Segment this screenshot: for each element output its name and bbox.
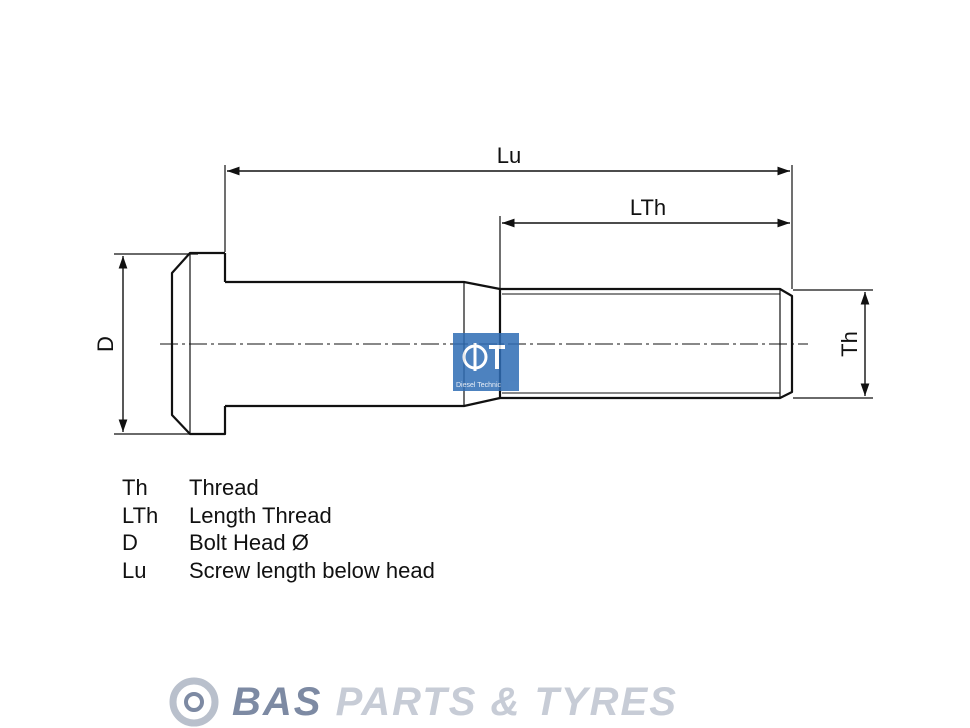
legend-meaning: Screw length below head [189,557,435,583]
watermark: BAS PARTS & TYRES [168,676,828,728]
extension-lines [114,165,873,435]
legend-meaning: Bolt Head Ø [189,530,309,555]
legend-meaning: Length Thread [189,502,332,528]
legend-row-lth: LTh Length Thread [122,502,435,530]
legend-symbol: Lu [122,557,147,583]
watermark-text: BAS PARTS & TYRES [232,680,678,725]
dimension-lines [118,166,870,432]
legend-row-th: Th Thread [122,474,435,502]
label-d: D [93,336,118,352]
legend-meaning: Thread [189,475,259,500]
label-lth: LTh [630,195,666,220]
legend-symbol: LTh [122,502,159,528]
logo-caption: Diesel Technic [456,382,502,389]
legend-row-lu: Lu Screw length below head [122,557,435,585]
label-lu: Lu [497,143,521,168]
legend-symbol: D [122,530,138,555]
label-th: Th [837,331,862,357]
watermark-brand: BAS [232,680,323,724]
watermark-rest: PARTS & TYRES [322,680,678,724]
diesel-technic-logo: Diesel Technic [453,333,519,391]
legend: Th Thread LTh Length Thread D Bolt Head Ø L… [122,474,435,584]
tyre-icon [169,677,219,727]
legend-symbol: Th [122,475,148,500]
legend-row-d: D Bolt Head Ø [122,529,435,557]
